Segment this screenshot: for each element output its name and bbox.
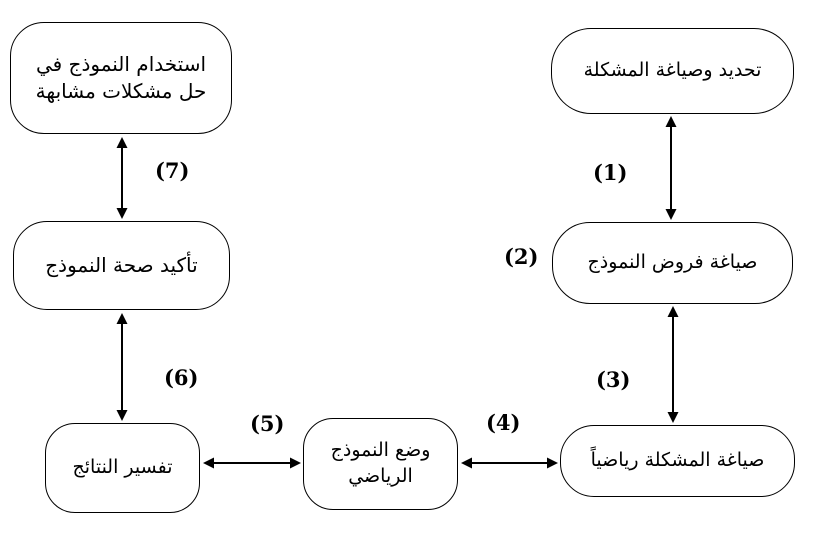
node-label: تحديد وصياغة المشكلة	[583, 59, 762, 82]
node-label: استخدام النموذج في حل مشكلات مشابهة	[35, 52, 207, 103]
edge-label-3: (3)	[596, 367, 631, 392]
node-label: صياغة المشكلة رياضياً	[590, 449, 765, 472]
connector-validate-model-to-use-model	[108, 123, 136, 233]
edge-label-7: (7)	[155, 158, 190, 183]
connector-math-formulation-to-build-model	[447, 449, 572, 477]
node-label: صياغة فروض النموذج	[587, 251, 758, 274]
node-interpret-results: تفسير النتائج	[45, 423, 200, 513]
node-label: تأكيد صحة النموذج	[45, 253, 198, 277]
connector-interpret-results-to-validate-model	[108, 299, 136, 435]
node-validate-model: تأكيد صحة النموذج	[13, 221, 230, 310]
node-label: وضع النموذج الرياضي	[330, 439, 431, 487]
node-use-model-similar-problems: استخدام النموذج في حل مشكلات مشابهة	[10, 22, 232, 134]
edge-label-6: (6)	[164, 365, 199, 390]
edge-label-2: (2)	[504, 244, 539, 269]
node-build-mathematical-model: وضع النموذج الرياضي	[303, 418, 458, 510]
node-formulate-model-hypotheses: صياغة فروض النموذج	[552, 222, 793, 304]
edge-label-5: (5)	[250, 411, 285, 436]
node-define-and-formulate-problem: تحديد وصياغة المشكلة	[551, 28, 794, 114]
connector-hypotheses-to-math-formulation	[659, 292, 687, 437]
edge-label-1: (1)	[593, 160, 628, 185]
connector-build-model-to-interpret-results	[189, 449, 315, 477]
node-mathematical-formulation-of-problem: صياغة المشكلة رياضياً	[560, 425, 795, 497]
edge-label-4: (4)	[486, 410, 521, 435]
node-label: تفسير النتائج	[72, 456, 173, 479]
connector-define-problem-to-hypotheses	[657, 102, 685, 234]
